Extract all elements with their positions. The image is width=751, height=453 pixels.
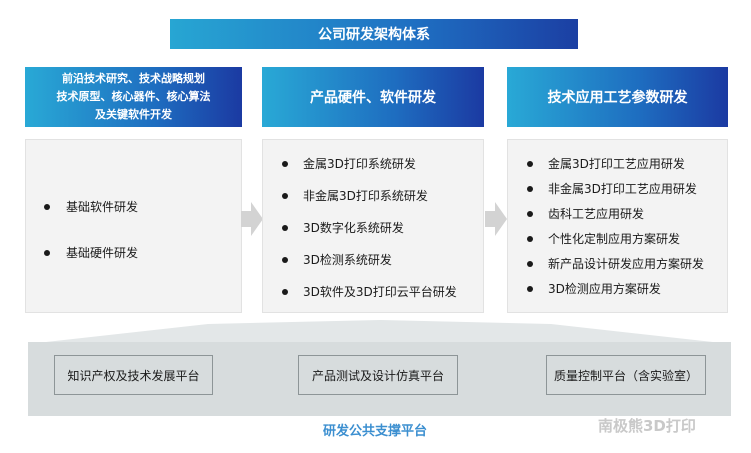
arrow-right-icon: [241, 202, 263, 236]
list-item: 非金属3D打印系统研发: [263, 186, 483, 206]
list-item: 基础硬件研发: [26, 242, 241, 264]
platform-label: 研发公共支撑平台: [322, 424, 427, 439]
column-header-line: 及关键软件开发: [95, 108, 172, 121]
list-item: 金属3D打印工艺应用研发: [508, 154, 727, 174]
column-body-research: 基础软件研发 基础硬件研发: [25, 139, 242, 313]
column-body-product: 金属3D打印系统研发 非金属3D打印系统研发 3D数字化系统研发 3D检测系统研…: [262, 139, 484, 313]
diagram-title: 公司研发架构体系: [170, 19, 578, 49]
list-item: 金属3D打印系统研发: [263, 154, 483, 174]
column-header-line: 前沿技术研究、技术战略规划: [62, 72, 205, 85]
platform-quality-control: 质量控制平台（含实验室）: [546, 355, 706, 395]
platform-ip-tech: 知识产权及技术发展平台: [54, 355, 213, 395]
list-item: 3D检测应用方案研发: [508, 279, 727, 299]
column-header-line: 技术原型、核心器件、核心算法: [56, 90, 211, 103]
list-item: 非金属3D打印工艺应用研发: [508, 179, 727, 199]
watermark: 南极熊3D打印: [598, 417, 696, 435]
list-item: 3D数字化系统研发: [263, 218, 483, 238]
platform-roof: [28, 320, 731, 344]
list-item: 齿科工艺应用研发: [508, 204, 727, 224]
list-item: 基础软件研发: [26, 196, 241, 218]
arrow-right-icon: [485, 202, 507, 236]
list-item: 个性化定制应用方案研发: [508, 229, 727, 249]
list-item: 3D软件及3D打印云平台研发: [263, 282, 483, 302]
column-header-research: 前沿技术研究、技术战略规划 技术原型、核心器件、核心算法 及关键软件开发: [25, 67, 242, 127]
column-header-product: 产品硬件、软件研发: [262, 67, 484, 127]
platform-testing-simulation: 产品测试及设计仿真平台: [298, 355, 458, 395]
list-item: 3D检测系统研发: [263, 250, 483, 270]
column-body-application: 金属3D打印工艺应用研发 非金属3D打印工艺应用研发 齿科工艺应用研发 个性化定…: [507, 139, 728, 313]
list-item: 新产品设计研发应用方案研发: [508, 254, 727, 274]
column-header-application: 技术应用工艺参数研发: [507, 67, 728, 127]
